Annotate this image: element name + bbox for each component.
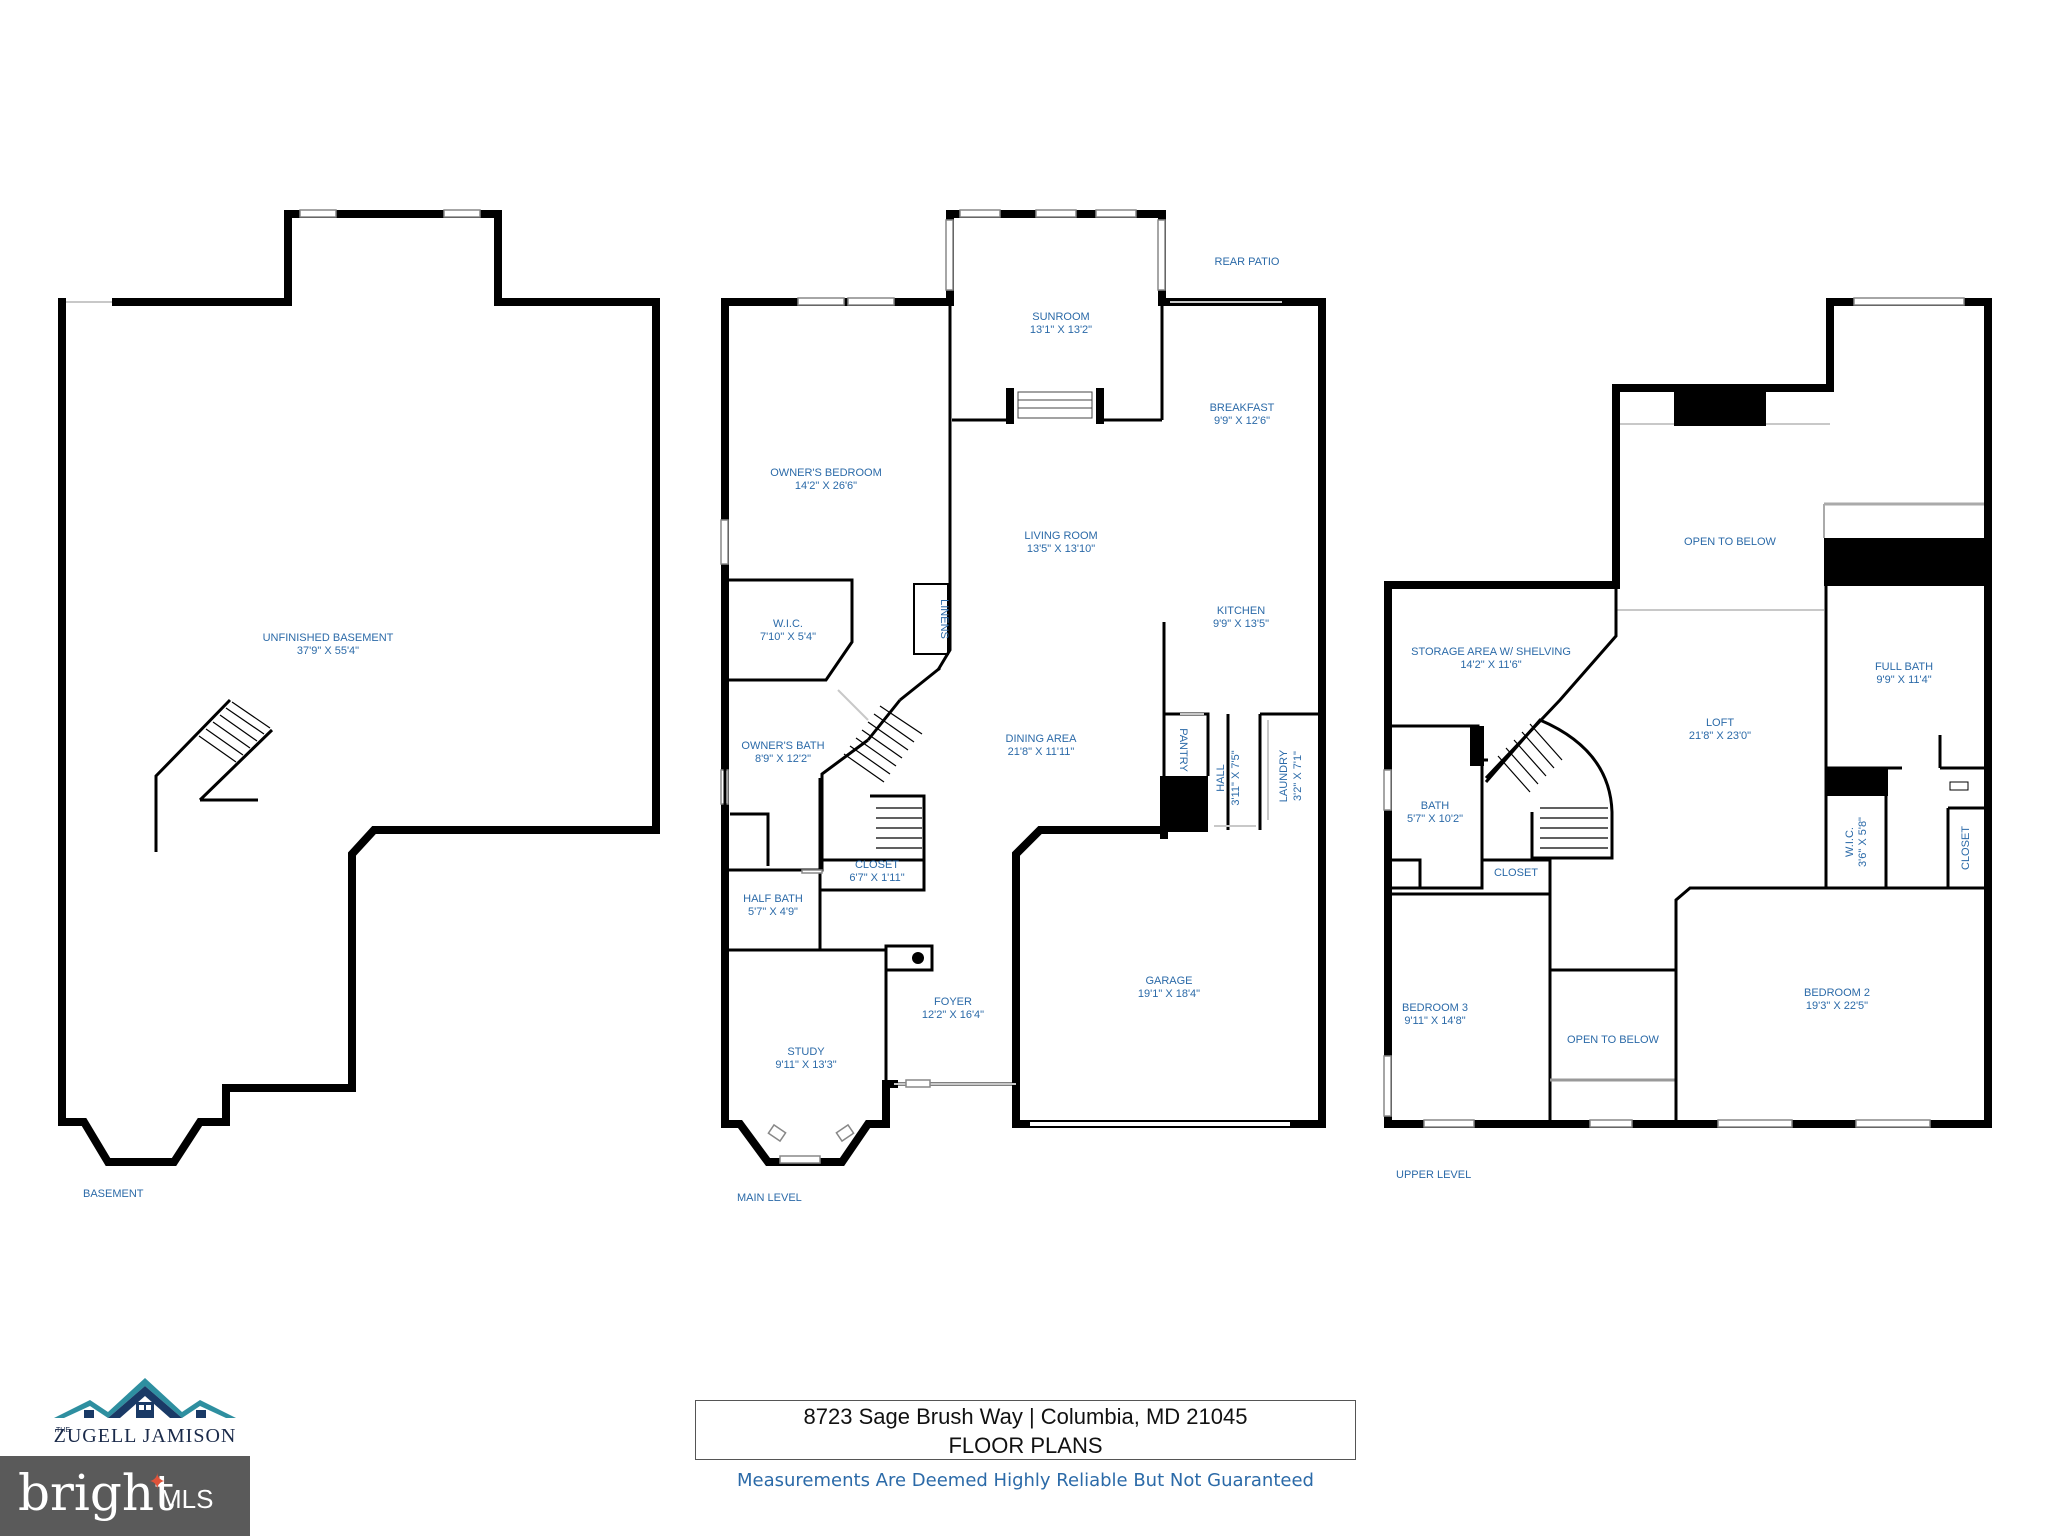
room-dimension: 19'1" X 18'4" — [1138, 988, 1200, 1000]
room-label: STORAGE AREA W/ SHELVING — [1411, 646, 1571, 658]
upper-level-plan: OPEN TO BELOW STORAGE AREA W/ SHELVING 1… — [1383, 297, 1992, 1181]
main-level-plan: SUNROOM 13'1" X 13'2" REAR PATIO BREAKFA… — [720, 209, 1326, 1204]
room-dimension: 3'11" X 7'5" — [1230, 750, 1242, 805]
room-label: OWNER'S BATH — [741, 740, 824, 752]
room-label: GARAGE — [1145, 975, 1192, 987]
room-label: SUNROOM — [1032, 311, 1089, 323]
room-label: W.I.C. — [1844, 827, 1856, 857]
zugell-jamison-logo: THE — [54, 1378, 236, 1434]
level-label-main: MAIN LEVEL — [737, 1192, 802, 1204]
room-dimension: 21'8" X 23'0" — [1689, 730, 1751, 742]
room-dimension: 5'7" X 10'2" — [1407, 813, 1463, 825]
room-dimension: 14'2" X 26'6" — [795, 480, 857, 492]
room-label: BEDROOM 3 — [1402, 1002, 1468, 1014]
room-dimension: 7'10" X 5'4" — [760, 631, 816, 643]
level-label-basement: BASEMENT — [83, 1188, 144, 1200]
floor-plans-title: FLOOR PLANS — [948, 1433, 1103, 1458]
room-label: OPEN TO BELOW — [1567, 1034, 1660, 1046]
room-dimension: 8'9" X 12'2" — [755, 753, 811, 765]
room-label: BATH — [1421, 800, 1450, 812]
room-dimension: 9'9" X 12'6" — [1214, 415, 1270, 427]
sparkle-icon: ✦ — [148, 1470, 167, 1495]
room-dimension: 3'6" X 5'8" — [1857, 817, 1869, 867]
room-label: BEDROOM 2 — [1804, 987, 1870, 999]
room-label: W.I.C. — [773, 618, 803, 630]
room-label: BREAKFAST — [1210, 402, 1275, 414]
room-dimension: 19'3" X 22'5" — [1806, 1000, 1868, 1012]
bright-wordmark: bright — [18, 1464, 175, 1522]
room-dimension: 12'2" X 16'4" — [922, 1009, 984, 1021]
room-label: HALF BATH — [743, 893, 803, 905]
room-label: FULL BATH — [1875, 661, 1933, 673]
room-dimension: 13'1" X 13'2" — [1030, 324, 1092, 336]
room-label: LOFT — [1706, 717, 1734, 729]
room-label: LAUNDRY — [1278, 749, 1290, 802]
room-label: CLOSET — [855, 859, 899, 871]
room-label: LIVING ROOM — [1024, 530, 1097, 542]
room-dimension: 9'11" X 14'8" — [1404, 1015, 1465, 1027]
room-label: CLOSET — [1960, 826, 1972, 870]
room-label: CLOSET — [1494, 867, 1538, 879]
room-label: OWNER'S BEDROOM — [770, 467, 882, 479]
level-label-upper: UPPER LEVEL — [1396, 1169, 1471, 1181]
room-dimension: 21'8" X 11'11" — [1008, 746, 1075, 758]
room-dimension: 37'9" X 55'4" — [297, 645, 359, 657]
room-label: KITCHEN — [1217, 605, 1265, 617]
room-dimension: 9'9" X 11'4" — [1876, 674, 1931, 686]
agent-logo-text: ZUGELL JAMISON — [53, 1425, 237, 1447]
basement-plan: UNFINISHED BASEMENT 37'9" X 55'4" BASEME… — [58, 209, 660, 1200]
room-label: FOYER — [934, 996, 972, 1008]
room-label: OPEN TO BELOW — [1684, 536, 1777, 548]
room-dimension: 9'9" X 13'5" — [1213, 618, 1269, 630]
room-label: UNFINISHED BASEMENT — [263, 632, 394, 644]
mls-wordmark: MLS — [160, 1484, 214, 1514]
bright-mls-logo: bright ✦ MLS — [0, 1456, 250, 1536]
room-label: STUDY — [787, 1046, 825, 1058]
disclaimer-text: Measurements Are Deemed Highly Reliable … — [737, 1470, 1314, 1491]
logo-small-text: THE — [56, 1427, 70, 1434]
room-dimension: 3'2" X 7'1" — [1292, 751, 1304, 801]
room-label: PANTRY — [1177, 728, 1189, 772]
room-label: LINENS — [938, 599, 950, 639]
title-block: 8723 Sage Brush Way | Columbia, MD 21045… — [695, 1400, 1356, 1460]
room-dimension: 13'5" X 13'10" — [1027, 543, 1095, 555]
room-label: REAR PATIO — [1215, 256, 1280, 268]
address-text: 8723 Sage Brush Way | Columbia, MD 21045 — [803, 1404, 1248, 1429]
room-label: DINING AREA — [1006, 733, 1078, 745]
room-dimension: 6'7" X 1'11" — [849, 872, 904, 884]
room-dimension: 14'2" X 11'6" — [1460, 659, 1521, 671]
room-dimension: 5'7" X 4'9" — [748, 906, 798, 918]
room-label: HALL — [1215, 764, 1227, 792]
room-dimension: 9'11" X 13'3" — [775, 1059, 836, 1071]
